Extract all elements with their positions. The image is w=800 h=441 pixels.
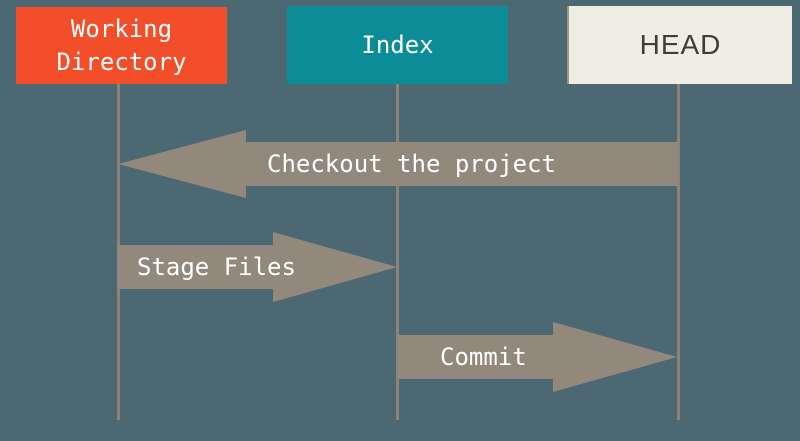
head-label: HEAD	[639, 29, 722, 60]
checkout-arrow-stem	[246, 142, 678, 186]
working-directory-label: Working Directory	[56, 14, 187, 76]
commit-arrow-stem	[398, 335, 553, 379]
stage-files-arrow: Stage Files	[118, 232, 397, 302]
index-box: Index	[287, 6, 508, 84]
index-lifeline	[396, 84, 399, 420]
arrowhead-right-icon	[273, 232, 397, 302]
arrowhead-left-icon	[118, 130, 246, 198]
head-box: HEAD	[567, 6, 792, 84]
commit-arrow-label: Commit	[440, 343, 527, 371]
arrowhead-right-icon	[553, 322, 677, 392]
stage-files-arrow-label: Stage Files	[137, 253, 296, 281]
head-lifeline	[677, 84, 680, 420]
index-label: Index	[361, 30, 434, 59]
checkout-arrow: Checkout the project	[118, 130, 678, 198]
commit-arrow: Commit	[398, 322, 677, 392]
stage-files-arrow-stem	[118, 245, 273, 289]
checkout-arrow-label: Checkout the project	[267, 150, 556, 178]
working-directory-box: Working Directory	[16, 7, 227, 84]
